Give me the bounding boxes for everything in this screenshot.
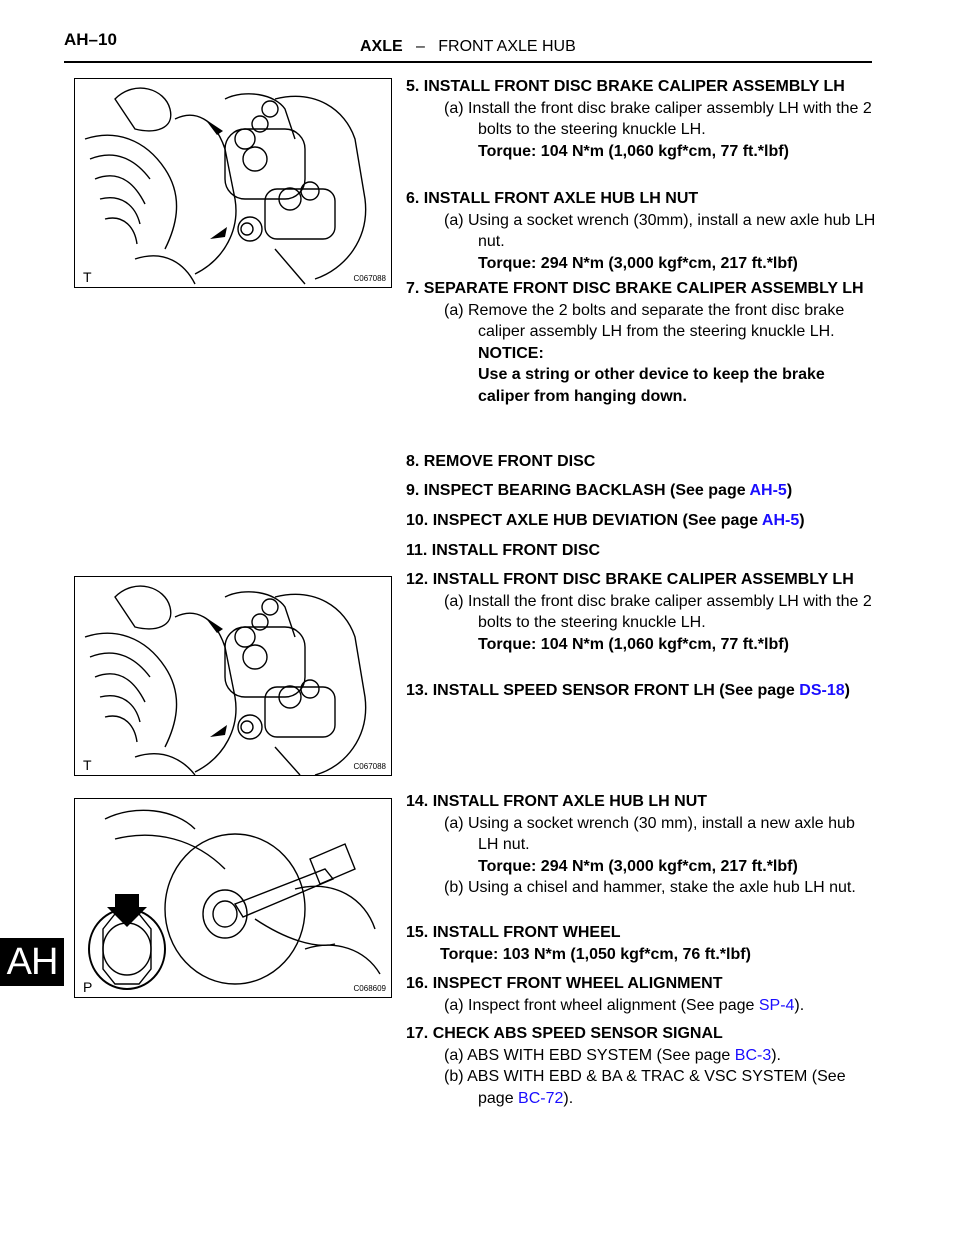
caliper-illustration: [84, 87, 367, 285]
page-link[interactable]: AH-5: [761, 512, 800, 529]
figure-view-mark: P: [83, 979, 93, 995]
title-separator: –: [416, 38, 425, 55]
step-17: 17. CHECK ABS SPEED SENSOR SIGNAL (a) AB…: [406, 1023, 876, 1109]
step-title: 11. INSTALL FRONT DISC: [406, 542, 601, 559]
figure-view-mark: T: [83, 269, 92, 285]
section-tab: AH: [0, 938, 64, 986]
figure-code: C067088: [353, 274, 386, 283]
notice-label: NOTICE:: [478, 344, 544, 362]
step-14: 14. INSTALL FRONT AXLE HUB LH NUT (a) Us…: [406, 791, 876, 899]
torque-spec: Torque: 294 N*m (3,000 kgf*cm, 217 ft.*l…: [478, 254, 798, 272]
step-title: 17. CHECK ABS SPEED SENSOR SIGNAL: [406, 1025, 723, 1042]
step-title: 12. INSTALL FRONT DISC BRAKE CALIPER ASS…: [406, 571, 854, 588]
step-substep: (b) Using a chisel and hammer, stake the…: [444, 879, 856, 896]
step-title: 7. SEPARATE FRONT DISC BRAKE CALIPER ASS…: [406, 280, 864, 297]
torque-spec: Torque: 103 N*m (1,050 kgf*cm, 76 ft.*lb…: [440, 945, 751, 963]
figure-code: C068609: [353, 984, 386, 993]
step-title: 13. INSTALL SPEED SENSOR FRONT LH (See p…: [406, 682, 850, 699]
step-title: 5. INSTALL FRONT DISC BRAKE CALIPER ASSE…: [406, 78, 845, 95]
step-5: 5. INSTALL FRONT DISC BRAKE CALIPER ASSE…: [406, 76, 876, 162]
step-16: 16. INSPECT FRONT WHEEL ALIGNMENT (a) In…: [406, 973, 876, 1016]
step-8: 8. REMOVE FRONT DISC: [406, 451, 876, 473]
step-13: 13. INSTALL SPEED SENSOR FRONT LH (See p…: [406, 680, 876, 702]
figure-stake-nut: P C068609: [74, 798, 392, 998]
hub-nut-stake-illustration: [88, 809, 381, 990]
step-substep: (a) Inspect front wheel alignment (See p…: [444, 996, 805, 1014]
torque-spec: Torque: 104 N*m (1,060 kgf*cm, 77 ft.*lb…: [478, 142, 789, 160]
figure-view-mark: T: [83, 757, 92, 773]
page-code: AH–10: [64, 30, 117, 49]
figure-caliper-install-2: T C067088: [74, 576, 392, 776]
step-title: 15. INSTALL FRONT WHEEL: [406, 924, 621, 941]
notice-text: Use a string or other device to keep the…: [478, 366, 825, 405]
step-title: 14. INSTALL FRONT AXLE HUB LH NUT: [406, 793, 708, 810]
step-7: 7. SEPARATE FRONT DISC BRAKE CALIPER ASS…: [406, 278, 876, 407]
step-substep: (a) ABS WITH EBD SYSTEM (See page BC-3).: [444, 1046, 781, 1064]
step-11: 11. INSTALL FRONT DISC: [406, 540, 876, 562]
step-15: 15. INSTALL FRONT WHEEL Torque: 103 N*m …: [406, 922, 876, 965]
page-link[interactable]: DS-18: [799, 682, 845, 699]
figure-caliper-install: T C067088: [74, 78, 392, 288]
step-title: 10. INSPECT AXLE HUB DEVIATION (See page…: [406, 512, 805, 529]
step-title: 16. INSPECT FRONT WHEEL ALIGNMENT: [406, 975, 723, 992]
step-title: 6. INSTALL FRONT AXLE HUB LH NUT: [406, 190, 699, 207]
step-12: 12. INSTALL FRONT DISC BRAKE CALIPER ASS…: [406, 569, 876, 655]
step-title: 9. INSPECT BEARING BACKLASH (See page AH…: [406, 482, 793, 499]
page-link[interactable]: BC-3: [734, 1046, 772, 1064]
torque-spec: Torque: 294 N*m (3,000 kgf*cm, 217 ft.*l…: [478, 857, 798, 875]
step-substep: (b) ABS WITH EBD & BA & TRAC & VSC SYSTE…: [444, 1068, 846, 1107]
step-substep: (a) Install the front disc brake caliper…: [444, 99, 872, 139]
step-9: 9. INSPECT BEARING BACKLASH (See page AH…: [406, 480, 876, 502]
section-name: AXLE: [360, 38, 403, 55]
step-substep: (a) Install the front disc brake caliper…: [444, 592, 872, 632]
step-title: 8. REMOVE FRONT DISC: [406, 453, 596, 470]
step-substep: (a) Remove the 2 bolts and separate the …: [444, 301, 845, 341]
torque-spec: Torque: 104 N*m (1,060 kgf*cm, 77 ft.*lb…: [478, 635, 789, 653]
step-6: 6. INSTALL FRONT AXLE HUB LH NUT (a) Usi…: [406, 188, 876, 274]
step-10: 10. INSPECT AXLE HUB DEVIATION (See page…: [406, 510, 876, 532]
header-rule: [64, 61, 872, 63]
page-link[interactable]: SP-4: [758, 996, 795, 1014]
page-section-title: AXLE – FRONT AXLE HUB: [360, 38, 576, 56]
figure-code: C067088: [353, 762, 386, 771]
caliper-illustration: [84, 585, 367, 775]
page-link[interactable]: AH-5: [749, 482, 787, 499]
step-substep: (a) Using a socket wrench (30 mm), insta…: [444, 814, 855, 854]
page-link[interactable]: BC-72: [518, 1089, 564, 1107]
step-substep: (a) Using a socket wrench (30mm), instal…: [444, 211, 876, 251]
subsection-name: FRONT AXLE HUB: [438, 38, 576, 55]
